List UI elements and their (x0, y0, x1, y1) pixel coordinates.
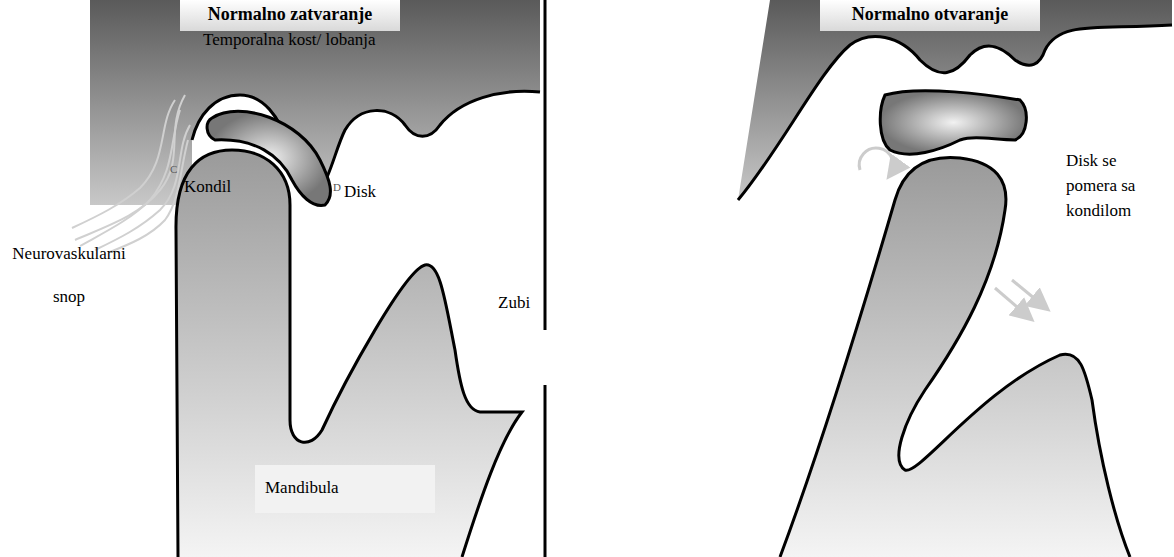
part-letter: D (333, 181, 341, 194)
temporal-bone (90, 0, 540, 205)
panel-title: Normalno zatvaranje (194, 4, 386, 25)
part-label: Mandibula (265, 478, 339, 498)
header-band: Normalno otvaranje (820, 0, 1040, 31)
header-band: Normalno zatvaranje (180, 0, 400, 31)
neurovascular-bundle (72, 95, 190, 252)
part-label: Neurovaskularni snop (6, 232, 132, 318)
motion-note: Disk se pomera sa kondilom (1066, 148, 1166, 223)
bone-label: Temporalna kost/ lobanja (203, 30, 376, 50)
motion-arrows (859, 148, 1046, 318)
mandible (176, 150, 522, 557)
part-label: Zubi (498, 293, 530, 313)
part-label: Disk (344, 182, 376, 202)
articular-disk (880, 91, 1026, 154)
part-letter: C (170, 163, 177, 176)
part-label: Kondil (184, 177, 231, 197)
panel-title: Normalno otvaranje (834, 4, 1026, 25)
